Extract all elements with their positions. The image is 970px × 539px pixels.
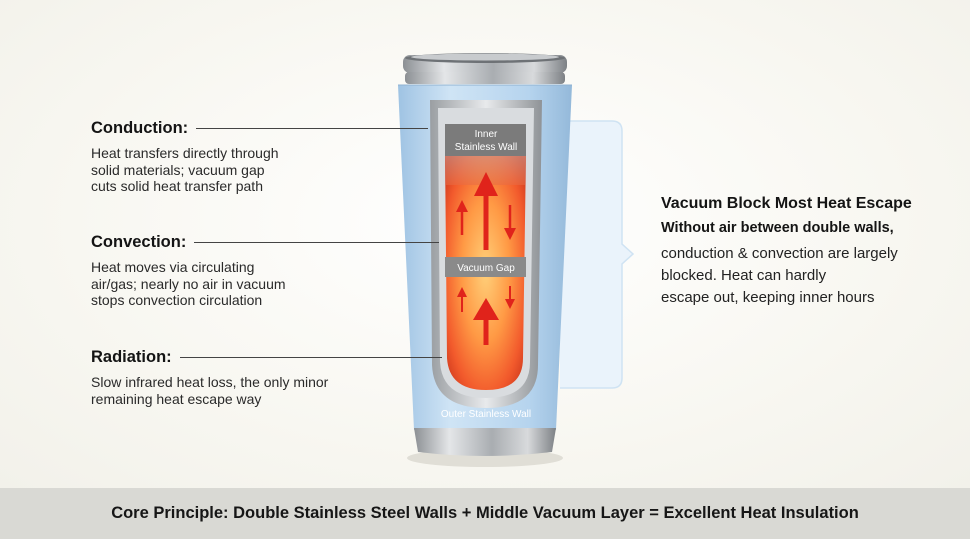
inner-wall-label-line1: Inner [475,129,498,140]
conduction-line: Heat transfers directly through [91,145,279,161]
tumbler-illustration: Inner Stainless Wall Vacuum Gap Outer St… [398,53,635,467]
vacuum-panel-line: escape out, keeping inner hours [661,289,875,306]
conduction-title: Conduction: [91,119,189,137]
vacuum-panel-body: conduction & convection are largely bloc… [661,243,961,309]
vacuum-explanation-panel: Vacuum Block Most Heat Escape Without ai… [661,195,961,309]
core-principle-text: Core Principle: Double Stainless Steel W… [111,504,859,522]
vacuum-panel-line: blocked. Heat can hardly [661,267,827,284]
conduction-line: solid materials; vacuum gap [91,161,265,178]
conduction-line: cuts solid heat transfer path [91,178,263,194]
vacuum-gap-label: Vacuum Gap [457,263,515,274]
convection-line: air/gas; nearly no air in vacuum [91,275,286,292]
convection-title: Convection: [91,233,187,251]
radiation-block: Radiation: Slow infrared heat loss, the … [91,348,442,407]
heat-arrows-lower [457,286,515,345]
convection-description: Heat moves via circulating air/gas; near… [91,259,439,309]
vacuum-gap-band [445,257,526,277]
heat-arrows-upper [456,172,516,250]
radiation-line: Slow infrared heat loss, the only minor [91,374,329,390]
lid-ring-mid [405,72,565,84]
convection-leader-line [194,242,440,243]
convection-line: Heat moves via circulating [91,259,255,275]
radiation-line: remaining heat escape way [91,390,262,407]
outer-wall-label: Outer Stainless Wall [441,409,531,420]
bracket-shape [560,120,635,389]
radiation-title: Radiation: [91,348,172,366]
conduction-block: Conduction: Heat transfers directly thro… [91,119,429,195]
convection-line: stops convection circulation [91,292,263,308]
radiation-leader-line [179,357,442,358]
vacuum-panel-title: Vacuum Block Most Heat Escape [661,195,912,212]
vacuum-panel-subtitle: Without air between double walls, [661,220,894,236]
vacuum-panel-line: conduction & convection are largely [661,245,898,262]
convection-block: Convection: Heat moves via circulating a… [91,233,440,309]
inner-wall-label-line2: Stainless Wall [455,142,517,153]
cup-base [414,428,556,456]
conduction-leader-line [196,128,429,129]
lid-rim [411,53,559,61]
core-principle-bar: Core Principle: Double Stainless Steel W… [0,488,970,539]
radiation-description: Slow infrared heat loss, the only minor … [91,374,442,407]
inner-wall-label-band [445,124,526,156]
conduction-description: Heat transfers directly through solid ma… [91,145,428,195]
